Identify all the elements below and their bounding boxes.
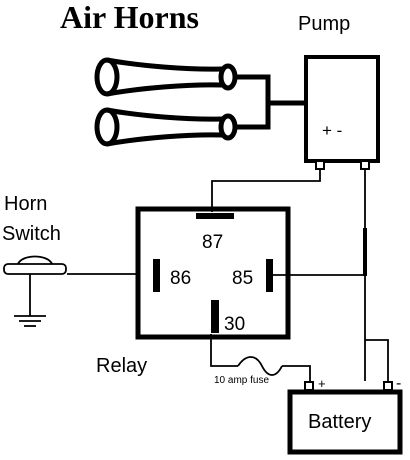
ground-rail-segment [363, 228, 367, 276]
battery-box: + - Battery [287, 375, 403, 455]
battery-plus-label: + [318, 376, 326, 391]
pump-box: + - [304, 55, 380, 170]
battery-negative-terminal [383, 381, 393, 391]
wire-30-to-battery-via-fuse [210, 334, 311, 381]
relay-pin-86-label: 86 [170, 268, 191, 289]
battery-label: Battery [308, 411, 371, 433]
pump-positive-terminal [315, 160, 325, 170]
relay-pin-87-bar [196, 213, 234, 219]
pump-label: Pump [298, 13, 350, 35]
horn-switch-icon [3, 255, 67, 316]
horn-switch-label-line1: Horn [4, 193, 47, 215]
relay-pin-85-label: 85 [232, 268, 253, 289]
fuse-label: 10 amp fuse [214, 375, 269, 386]
relay-pin-87-label: 87 [202, 232, 223, 253]
relay-pin-30-label: 30 [224, 314, 245, 335]
ground-icon [14, 315, 46, 327]
relay-label: Relay [96, 355, 147, 377]
relay-pin-86-bar [153, 259, 160, 292]
battery-positive-terminal [304, 381, 314, 391]
wire-ground-to-battery-negative [365, 339, 389, 382]
air-horns-icon [94, 57, 238, 147]
air-hoses [235, 74, 305, 130]
battery-minus-label: - [396, 375, 401, 392]
pump-terminals-label: + - [322, 121, 342, 140]
relay-pin-85-bar [266, 259, 273, 292]
horn-switch-label-line2: Switch [2, 223, 61, 245]
wire-pump-to-87 [211, 169, 321, 212]
diagram-title: Air Horns [60, 0, 199, 35]
pump-negative-terminal [360, 160, 370, 170]
relay-pin-30-bar [211, 300, 219, 333]
relay-box: 87 86 85 30 [135, 206, 291, 340]
